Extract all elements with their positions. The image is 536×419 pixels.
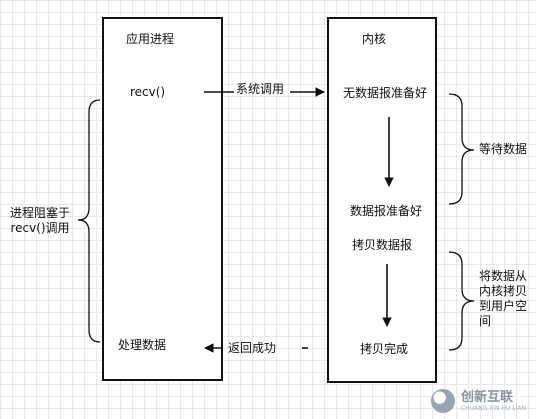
watermark-subtitle: CHUANG XIN HU LIAN	[460, 404, 526, 412]
copy-annotation: 将数据从 内核拷贝 到用户空 间	[479, 269, 527, 329]
app-process-box	[102, 17, 223, 381]
process-data-label: 处理数据	[118, 338, 167, 352]
copy-brace	[448, 251, 475, 351]
watermark-brand: 创新互联	[460, 389, 513, 405]
copy-line2: 内核拷贝	[479, 284, 528, 298]
copy-datagram-label: 拷贝数据报	[352, 238, 413, 252]
app-process-title: 应用进程	[126, 32, 175, 46]
wait-data-annotation: 等待数据	[479, 142, 528, 156]
kernel-title: 内核	[362, 32, 387, 46]
watermark-logo: 创新互联 CHUANG XIN HU LIAN	[430, 389, 526, 413]
data-ready-label: 数据报准备好	[350, 204, 423, 218]
return-success-label: 返回成功	[228, 341, 277, 355]
blocked-brace	[77, 99, 101, 343]
chuangxin-logo-icon	[430, 389, 455, 413]
wait-brace	[448, 93, 475, 205]
copy-line1: 将数据从	[479, 269, 528, 283]
copy-line3: 到用户空	[479, 299, 528, 313]
blocked-annotation: 进程阻塞于 recv()调用	[4, 206, 76, 236]
no-data-ready-label: 无数据报准备好	[343, 86, 428, 100]
copy-line4: 间	[479, 314, 492, 328]
blocked-line1: 进程阻塞于	[9, 206, 70, 220]
kernel-box	[327, 17, 437, 383]
blocked-line2: recv()调用	[10, 221, 70, 235]
recv-call-label: recv()	[130, 85, 166, 99]
syscall-label: 系统调用	[236, 82, 285, 96]
copy-done-label: 拷贝完成	[360, 342, 409, 356]
